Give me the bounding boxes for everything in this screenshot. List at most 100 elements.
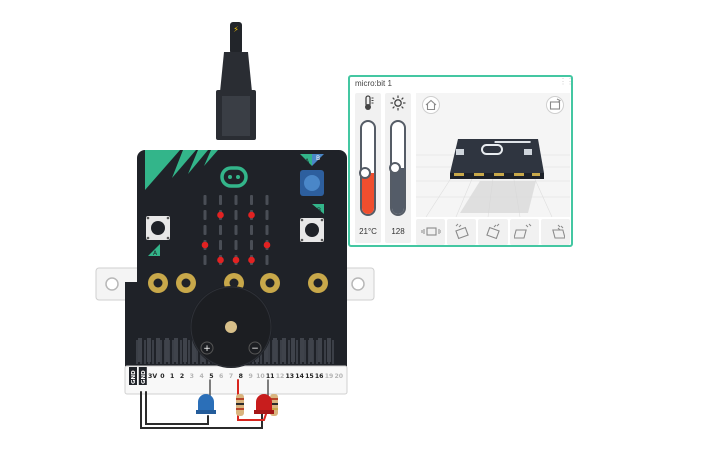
led-pixel-on xyxy=(201,241,209,249)
small-pin xyxy=(147,338,151,362)
tilt-up-icon xyxy=(514,223,532,239)
light-value: 128 xyxy=(391,227,405,236)
reset-view-button[interactable] xyxy=(546,96,564,114)
sun-icon xyxy=(390,95,406,111)
board-3d-graphic xyxy=(416,139,570,218)
pin-label: 6 xyxy=(219,373,223,380)
shake-button[interactable] xyxy=(416,219,446,245)
buzzer-plus-terminal xyxy=(200,341,214,355)
led-pixel-off xyxy=(203,225,207,235)
small-pin xyxy=(174,338,178,362)
pin-label: 20 xyxy=(334,373,343,380)
small-pin xyxy=(183,338,187,362)
usb-cable[interactable]: ⚡ xyxy=(216,22,256,140)
tilt-up-button[interactable] xyxy=(509,219,539,245)
small-pin xyxy=(165,338,169,362)
small-pin xyxy=(300,338,304,362)
pin-label: GND xyxy=(141,370,147,384)
resistor[interactable] xyxy=(236,394,244,416)
light-thumb[interactable] xyxy=(389,162,401,174)
home-view-button[interactable] xyxy=(422,96,440,114)
led-matrix xyxy=(201,195,271,265)
button-ab[interactable] xyxy=(300,170,324,196)
button-ab-label-b: B xyxy=(316,155,320,162)
led-pixel-off xyxy=(234,195,238,205)
pin-label: 11 xyxy=(266,373,275,380)
buzzer-minus-label: − xyxy=(251,344,259,354)
small-pin xyxy=(309,338,313,362)
drag-handle-icon[interactable]: ⋮⋮ xyxy=(559,77,574,86)
pin-label: 4 xyxy=(199,373,204,380)
pin-label: 10 xyxy=(256,373,265,380)
pin-label: 0 xyxy=(160,373,165,380)
led-pixel-off xyxy=(234,240,238,250)
small-pin xyxy=(327,338,331,362)
button-b-marker xyxy=(312,204,324,214)
tilt-right-button[interactable] xyxy=(478,219,508,245)
led-pixel-off xyxy=(265,255,269,265)
small-pin xyxy=(192,338,196,362)
buzzer-plus-label: + xyxy=(203,344,211,354)
pin-label: 9 xyxy=(248,373,252,380)
led-pixel-off xyxy=(265,195,269,205)
led-pixel-on xyxy=(217,211,224,219)
temperature-thumb[interactable] xyxy=(359,166,371,179)
pin-label: 15 xyxy=(305,373,314,380)
small-pin xyxy=(291,338,295,362)
temperature-fill xyxy=(362,172,374,214)
led-pixel-on xyxy=(217,256,224,264)
red-led[interactable] xyxy=(254,394,274,414)
temperature-slider[interactable]: 21°C xyxy=(355,93,381,243)
button-a[interactable] xyxy=(146,216,170,240)
gesture-toolbar xyxy=(416,219,571,245)
small-pin xyxy=(282,338,286,362)
large-pin-hole xyxy=(229,278,239,288)
pin-label: 1 xyxy=(170,373,174,380)
microbit-logo[interactable] xyxy=(220,166,248,188)
led-pixel-off xyxy=(265,225,269,235)
large-pin-hole xyxy=(265,278,275,288)
light-fill xyxy=(392,168,404,214)
pin-label: 3 xyxy=(190,373,194,380)
pin-label: 2 xyxy=(180,373,184,380)
svg-text:⚡: ⚡ xyxy=(233,25,239,34)
simulator-panel[interactable]: micro:bit 1 ⋮⋮ 21°C 128 xyxy=(348,75,574,247)
large-pin-hole xyxy=(153,278,163,288)
led-pixel-off xyxy=(250,225,253,235)
microbit-board xyxy=(137,150,347,290)
button-b[interactable] xyxy=(300,218,324,242)
pin-label: 7 xyxy=(229,373,233,380)
led-pixel-off xyxy=(234,225,238,235)
small-pin xyxy=(318,338,322,362)
button-ab-marker-b xyxy=(312,154,324,166)
pin-label: 13 xyxy=(285,373,294,380)
led-pixel-off xyxy=(265,210,269,220)
small-pin xyxy=(273,338,277,362)
tilt-down-button[interactable] xyxy=(540,219,571,245)
led-pixel-on xyxy=(263,241,271,249)
blue-led[interactable] xyxy=(196,394,216,414)
pin-label: 8 xyxy=(239,373,243,380)
buzzer-minus-terminal xyxy=(248,341,262,355)
buzzer[interactable] xyxy=(190,286,272,368)
pin-label-bg xyxy=(138,367,147,385)
led-pixel-on xyxy=(248,211,255,219)
button-a-label: A xyxy=(153,250,158,257)
temperature-value: 21°C xyxy=(359,227,377,236)
large-pin-row xyxy=(148,273,328,293)
pin-label: 12 xyxy=(276,373,285,380)
led-pixel-off xyxy=(203,255,207,265)
small-pin xyxy=(138,338,142,362)
reset-view-icon xyxy=(549,98,561,110)
small-pin xyxy=(264,338,268,362)
logo-dot-right xyxy=(236,175,240,179)
tilt-left-button[interactable] xyxy=(447,219,477,245)
light-slider[interactable]: 128 xyxy=(385,93,411,243)
led-pixel-off xyxy=(219,195,222,205)
led-pixel-off xyxy=(203,210,207,220)
home-icon xyxy=(425,99,437,111)
pin-label: 19 xyxy=(325,373,334,380)
led-pixel-on xyxy=(248,256,255,264)
board-3d-view[interactable] xyxy=(416,93,570,218)
